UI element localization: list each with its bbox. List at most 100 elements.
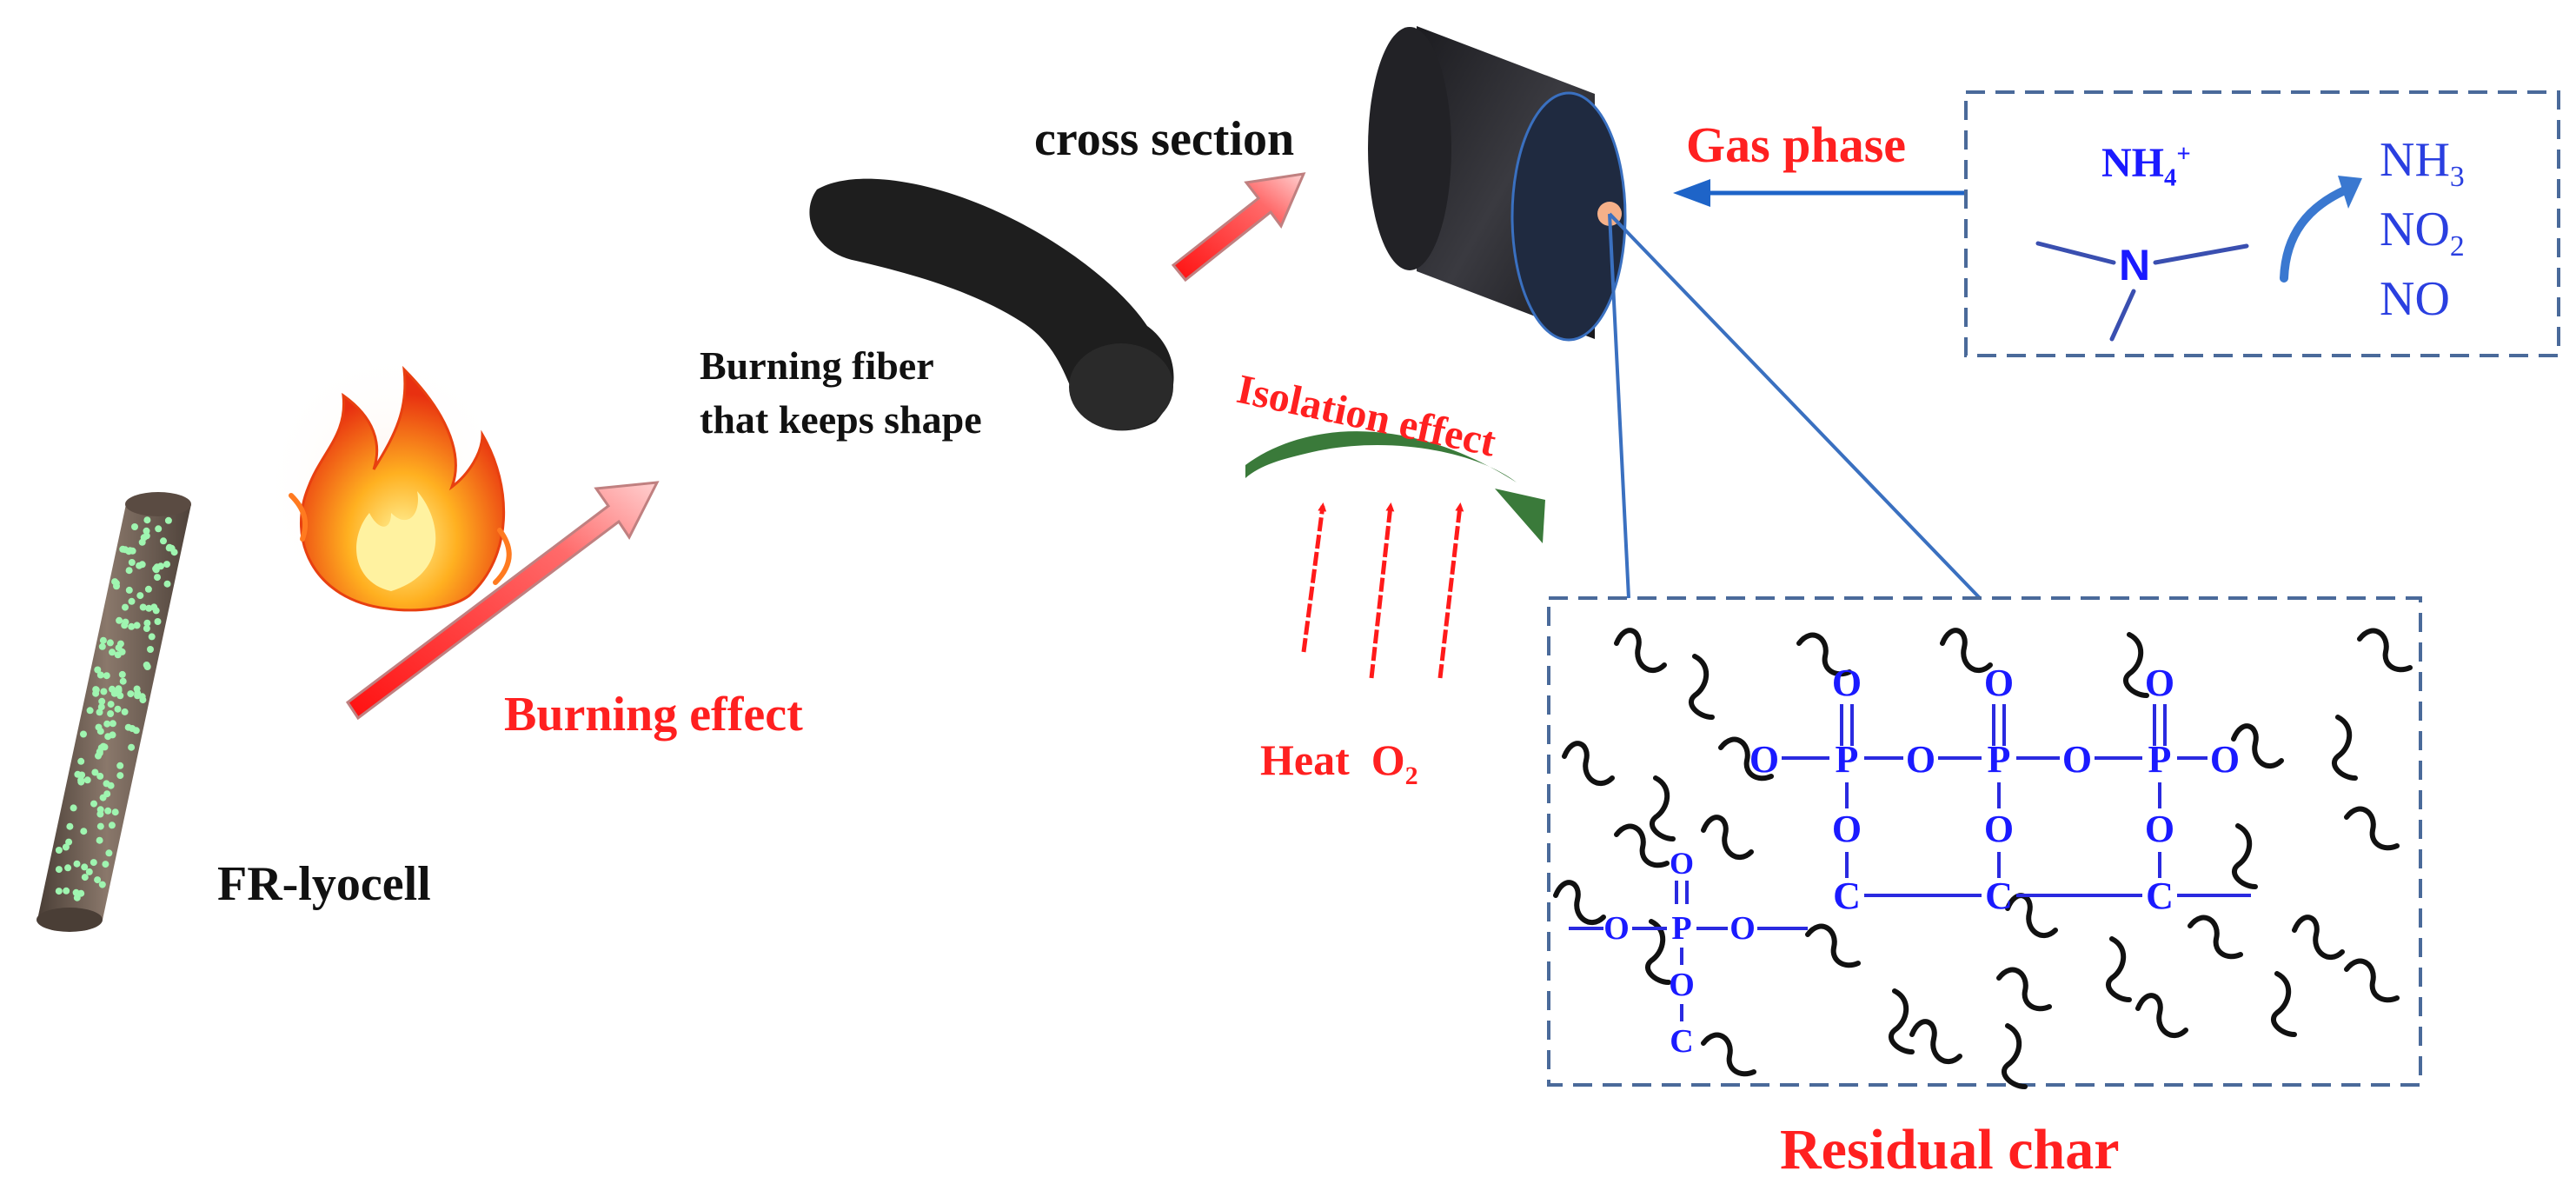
fiber-dot — [125, 586, 133, 594]
fiber-dot — [139, 696, 147, 704]
fiber-dot — [55, 888, 63, 895]
fiber-dot — [96, 806, 104, 814]
burning-fiber-line2: that keeps shape — [700, 397, 982, 442]
fiber-dot — [63, 887, 70, 895]
fiber-dot — [143, 516, 151, 524]
oxygen-atom: O — [1730, 910, 1756, 947]
fiber-dot — [94, 876, 102, 884]
oxygen-atom: O — [1749, 738, 1779, 781]
carbon-atom: C — [2146, 875, 2174, 917]
cross-section-label: cross section — [1034, 112, 1295, 166]
gas-phase-arrow — [1673, 179, 1966, 207]
fiber-dot — [109, 649, 116, 656]
fiber-dot — [127, 690, 135, 698]
char-squiggle — [1553, 880, 1606, 925]
fiber-dot — [90, 800, 97, 808]
char-squiggle — [2344, 806, 2400, 851]
fiber-dot — [128, 743, 136, 751]
carbon-atom: C — [1670, 1023, 1693, 1060]
fiber-dot — [154, 574, 161, 582]
fiber-dot — [55, 866, 63, 874]
fiber-dot — [78, 771, 86, 779]
fiber-dot — [166, 543, 173, 551]
fiber-dot — [116, 762, 124, 769]
fiber-dot — [155, 525, 163, 533]
fiber-dot — [107, 710, 115, 717]
phosphorus-atom: P — [1671, 910, 1691, 947]
fiber-dot — [80, 828, 88, 835]
fiber-dot — [103, 672, 110, 680]
fiber-dot — [119, 677, 127, 685]
ammonium-ion-label: NH4+ — [2101, 140, 2191, 192]
fiber-dot — [105, 849, 113, 857]
fiber-dot — [118, 670, 126, 678]
oxygen-atom: O — [2145, 662, 2174, 704]
fiber-dot — [77, 778, 85, 786]
fiber-dot — [83, 776, 91, 784]
oxygen-atom: O — [1832, 662, 1862, 704]
fiber-dot — [144, 585, 152, 593]
o2-label: O2 — [1371, 735, 1418, 790]
fiber-dot — [116, 772, 124, 780]
char-squiggle — [2292, 915, 2345, 960]
oxygen-atom: O — [1669, 967, 1695, 1003]
nitrogen-atom: N — [2119, 241, 2150, 289]
char-squiggle — [1796, 632, 1852, 677]
fiber-dot — [143, 662, 150, 669]
char-squiggle — [2188, 915, 2243, 960]
fiber-dot — [163, 580, 171, 588]
oxygen-atom: O — [1603, 910, 1630, 947]
fiber-dot — [109, 720, 116, 728]
fiber-dot — [128, 597, 136, 605]
gas-product-nh3: NH3 — [2380, 133, 2465, 194]
fiber-dot — [132, 727, 140, 735]
fiber-dot — [115, 685, 123, 693]
fiber-dot — [115, 644, 123, 652]
burning-fiber-shape — [809, 178, 1174, 431]
fiber-dot — [136, 562, 143, 569]
char-squiggle — [1889, 988, 1915, 1054]
char-squiggle — [1996, 967, 2052, 1012]
char-squiggle — [2005, 893, 2058, 938]
gas-product-no: NO — [2380, 272, 2450, 326]
heat-label: Heat — [1260, 735, 1350, 784]
fiber-dot — [100, 688, 108, 695]
fr-lyocell-label: FR-lyocell — [217, 857, 431, 911]
fiber-dot — [148, 633, 156, 641]
connector-line-right — [1608, 212, 1982, 600]
fiber-dot — [125, 567, 133, 575]
polyphosphate-bonds — [1569, 704, 2251, 1021]
heat-o2-label: Heat O2 — [1260, 735, 1418, 791]
oxygen-atom: O — [1906, 738, 1935, 781]
fiber-dot — [106, 639, 114, 647]
fiber-dot — [97, 703, 105, 711]
fiber-dot — [121, 708, 129, 715]
fiber-dot — [80, 730, 87, 738]
char-squiggle — [2232, 823, 2258, 889]
char-squiggle — [1718, 736, 1774, 782]
fiber-dot — [133, 622, 141, 629]
gas-phase-label: Gas phase — [1686, 116, 1907, 173]
fiber-dot — [170, 549, 178, 556]
burning-fiber-label: Burning fiber that keeps shape — [700, 339, 982, 447]
cylinder-face — [1510, 91, 1627, 342]
fiber-dot — [160, 537, 167, 545]
fiber-dot — [128, 622, 136, 630]
fiber-dot — [99, 636, 107, 644]
fiber-dot — [90, 859, 97, 867]
fiber-dot — [164, 516, 172, 524]
fiber-dot — [114, 705, 122, 713]
char-squiggle — [2357, 628, 2413, 673]
fiber-dot — [92, 686, 100, 694]
fiber-dot — [121, 622, 129, 629]
residual-char-label: Residual char — [1780, 1118, 2120, 1181]
char-squiggle — [2231, 723, 2284, 768]
char-squiggle — [1562, 741, 1615, 786]
char-squiggle — [1701, 815, 1754, 860]
oxygen-atom: O — [1984, 808, 2014, 850]
fiber-dot — [111, 578, 119, 586]
fiber-dot — [108, 822, 116, 829]
char-squiggle — [1614, 823, 1670, 868]
